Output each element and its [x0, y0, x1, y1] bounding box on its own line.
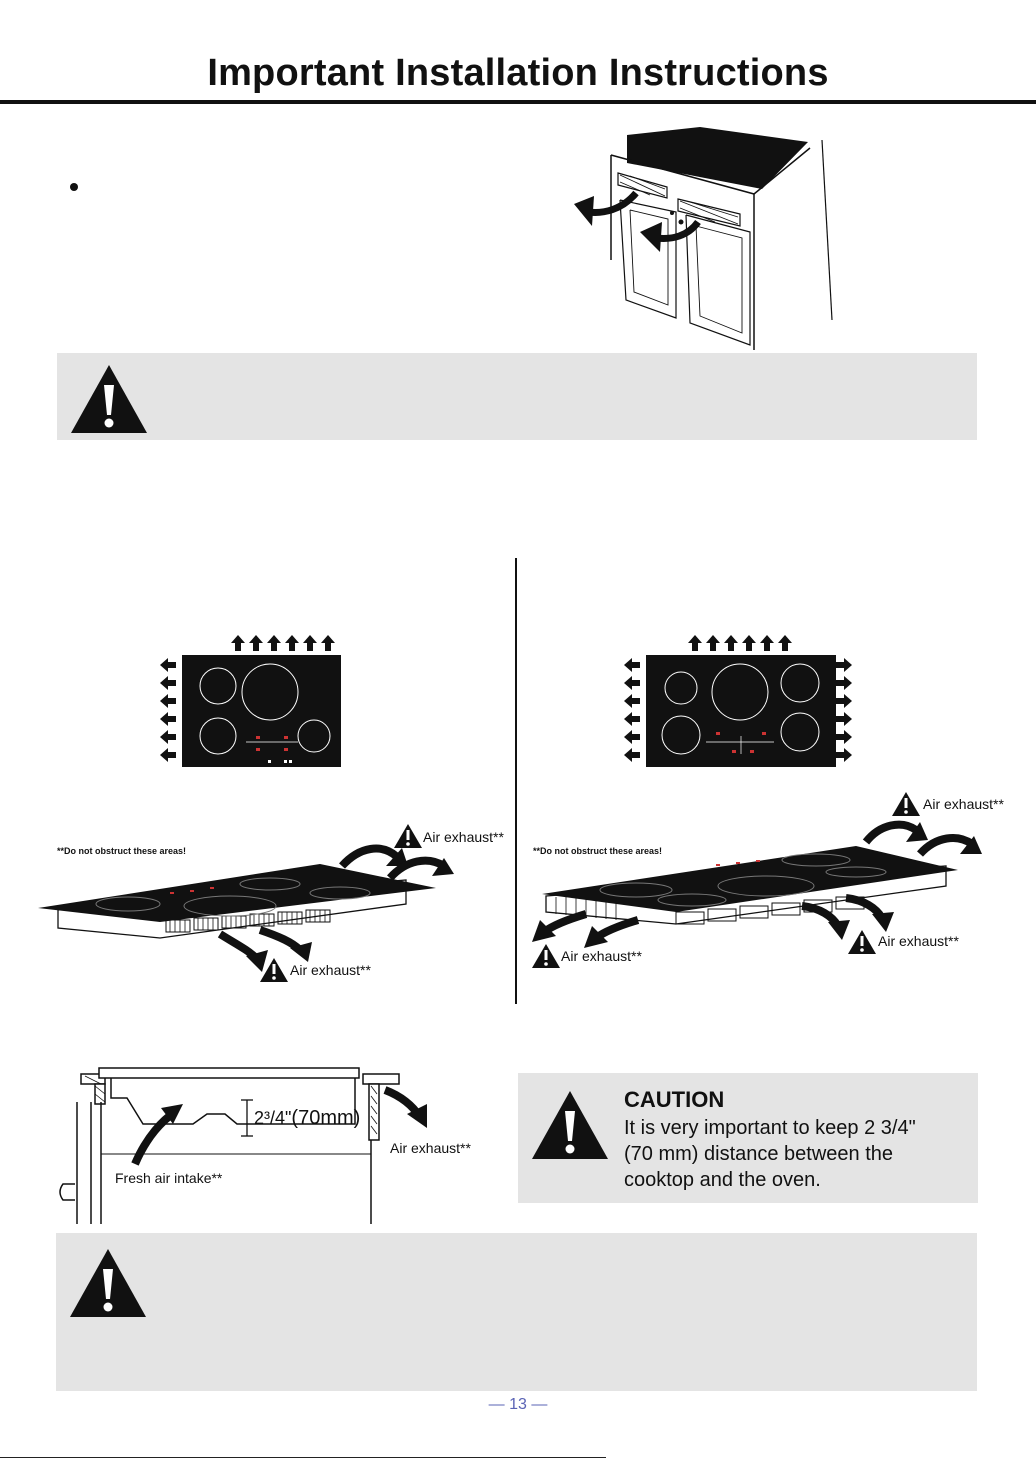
- clearance-dimension: 2³/4"(70mm): [254, 1107, 360, 1130]
- caution-line-1: It is very important to keep 2 3/4": [624, 1117, 916, 1139]
- caution-line-2: (70 mm) distance between the: [624, 1143, 894, 1165]
- page-title: Important Installation Instructions: [207, 52, 829, 94]
- caution-title: CAUTION: [624, 1087, 725, 1112]
- cross-section-diagram: [59, 1067, 427, 1224]
- label-air-exhaust-3: Air exhaust**: [923, 796, 1004, 812]
- warning-icon: [71, 365, 147, 433]
- warning-panel-2: [56, 1233, 977, 1391]
- section-divider: [515, 558, 517, 1004]
- warning-panel-1: [57, 353, 977, 440]
- label-air-exhaust-2: Air exhaust**: [290, 962, 371, 978]
- cooktop-perspective-right: [532, 792, 982, 968]
- caution-text: It is very important to keep 2 3/4" (70 …: [624, 1115, 974, 1193]
- clearance-fraction: 2³/4": [254, 1108, 292, 1128]
- note-do-not-obstruct-right: **Do not obstruct these areas!: [533, 846, 663, 856]
- warning-icon: [532, 1091, 608, 1159]
- note-do-not-obstruct-left: **Do not obstruct these areas!: [57, 846, 187, 856]
- label-air-exhaust-5: Air exhaust**: [561, 948, 642, 964]
- caution-line-3: cooktop and the oven.: [624, 1169, 821, 1191]
- warning-icon: [70, 1249, 146, 1317]
- page-number: — 13 —: [488, 1396, 548, 1413]
- cooktop-diagram-wide: [624, 635, 852, 767]
- label-air-exhaust-4: Air exhaust**: [878, 933, 959, 949]
- label-fresh-air-intake: Fresh air intake**: [115, 1170, 223, 1186]
- bullet-point: [70, 183, 78, 191]
- cooktop-perspective-left: [38, 824, 454, 982]
- cooktop-diagram: [160, 635, 341, 767]
- label-air-exhaust-1: Air exhaust**: [423, 829, 504, 845]
- label-air-exhaust-6: Air exhaust**: [390, 1140, 471, 1156]
- caution-panel: CAUTION It is very important to keep 2 3…: [518, 1073, 978, 1203]
- clearance-metric: (70mm): [291, 1107, 361, 1129]
- title-rule: [0, 100, 1036, 104]
